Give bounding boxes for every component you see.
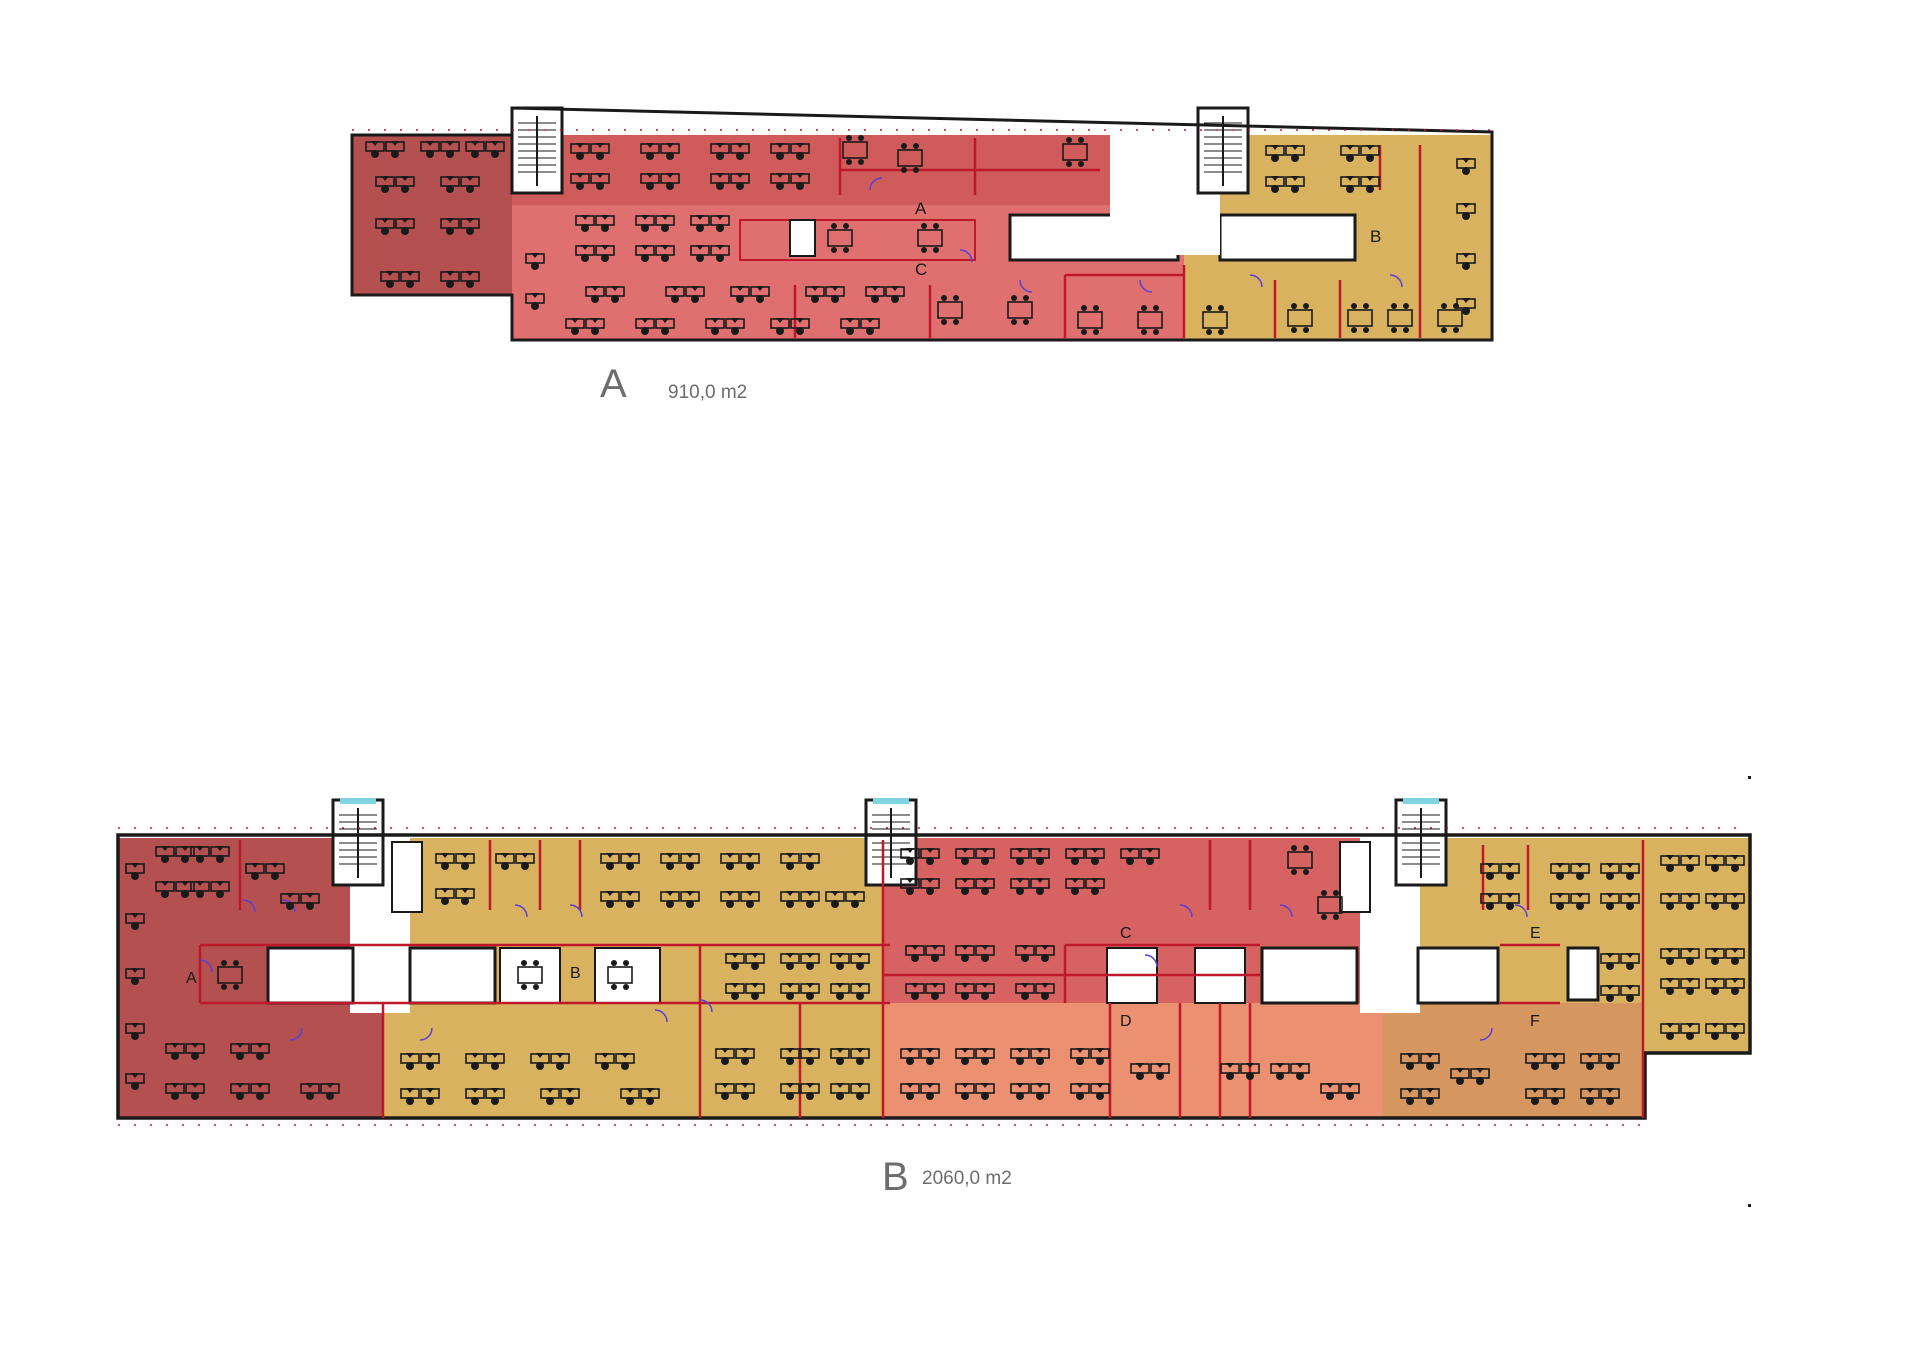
plan-a: A C B [350,106,1495,342]
plan-a-zone-label-a: A [915,199,927,218]
plan-a-zone-label-c: C [915,260,927,279]
plan-b-zone-label-e: E [1530,925,1541,942]
plan-a-area: 910,0 m2 [668,382,748,403]
plan-b-zone-label-a: A [186,970,197,987]
plan-b-letter: B [882,1155,910,1199]
plan-a-zone-dark [352,135,512,295]
plan-b: A B C D E F [116,798,1752,1126]
plan-b-zone-label-d: D [1120,1013,1132,1030]
plan-b-zone-label-b: B [570,965,581,982]
plan-a-zone-label-b: B [1370,227,1381,246]
plan-b-zone-f [1383,1003,1643,1118]
plan-b-zone-label-c: C [1120,925,1132,942]
plan-b-zone-d [883,1003,1383,1118]
plan-a-letter: A [600,362,628,406]
plan-b-area: 2060,0 m2 [922,1168,1012,1189]
plan-b-zone-label-f: F [1530,1013,1540,1030]
